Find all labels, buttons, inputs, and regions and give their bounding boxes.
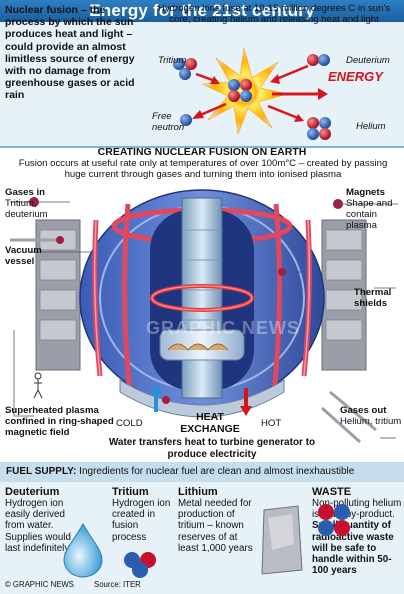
fuel-lithium: Lithium Metal needed for production of t…: [178, 486, 253, 554]
water-transfer-text: Water transfers heat to turbine generato…: [108, 437, 316, 460]
label-deuterium: Deuterium: [346, 55, 390, 66]
label-hot: HOT: [261, 418, 282, 429]
watermark: GRAPHIC NEWS: [146, 318, 301, 338]
fuel-supply-bar: FUEL SUPPLY: Ingredients for nuclear fue…: [0, 462, 404, 482]
earth-subtext: Fusion occurs at useful rate only at tem…: [18, 158, 388, 181]
helium-waste-icon: [318, 504, 350, 536]
label-free-neutron: Free neutron: [152, 111, 185, 133]
fuel-tritium: Tritium Hydrogen ion created in fusion p…: [112, 486, 171, 543]
central-column: [181, 197, 223, 399]
footer-credit: © GRAPHIC NEWS: [5, 580, 74, 589]
label-tritium: Tritium: [158, 55, 187, 66]
page-title: Energy for the 21st century: [0, 0, 404, 22]
label-vacuum-vessel: Vacuum vessel: [5, 245, 42, 267]
deuterium-particle: [307, 54, 330, 66]
label-energy: ENERGY: [328, 69, 383, 84]
sun-caption: Hydrogen ions fuse at 10-15 million degr…: [157, 3, 391, 26]
helium-arrow: [267, 104, 299, 120]
label-thermal-shields: Thermal shields: [354, 287, 392, 309]
footer-source: Source: ITER: [94, 580, 141, 589]
helium-particle: [307, 117, 331, 140]
earth-heading: CREATING NUCLEAR FUSION ON EARTH: [97, 146, 307, 158]
tritium-particle: [173, 58, 197, 80]
neutron-arrow: [197, 102, 227, 118]
heat-exchange-title: HEAT EXCHANGE: [180, 411, 240, 435]
gas-out-pipes: [320, 390, 377, 444]
label-superheated-plasma: Superheated plasma confined in ring-shap…: [5, 405, 114, 438]
free-neutron-ball: [180, 114, 192, 126]
label-cold: COLD: [116, 418, 143, 429]
section-divider: [0, 146, 404, 148]
nucleus-cluster: [228, 79, 252, 102]
tritium-icon: [124, 552, 156, 578]
fuel-waste: WASTE Non-polluting helium is main by-pr…: [312, 486, 402, 577]
fuel-deuterium: Deuterium Hydrogen ion easily derived fr…: [5, 486, 71, 554]
fuel-supply-section: [0, 482, 404, 594]
water-drop-icon: [63, 522, 103, 578]
intro-text: Nuclear fusion – the process by which th…: [5, 4, 135, 102]
label-helium: Helium: [356, 121, 386, 132]
sun-fusion-illustration: [173, 47, 331, 140]
human-scale-figure: [33, 372, 43, 399]
heat-exchange-box: HEAT EXCHANGE: [130, 411, 290, 448]
tokamak-illustration: [10, 189, 398, 444]
deuterium-arrow: [273, 64, 309, 82]
lithium-rock-icon: [261, 505, 303, 575]
